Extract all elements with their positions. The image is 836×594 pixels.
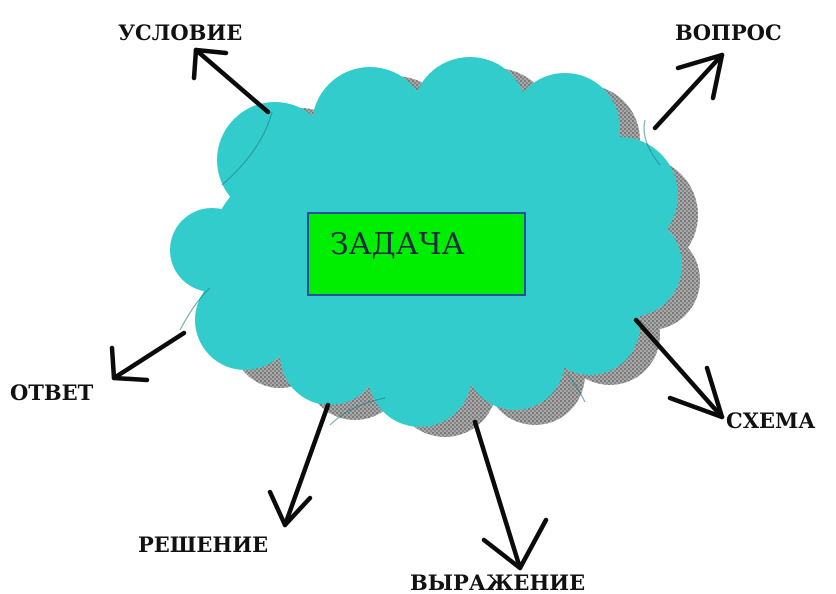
node-label-skhema: СХЕМА (726, 408, 815, 433)
arrow-skhema (633, 317, 725, 420)
node-label-otvet: ОТВЕТ (10, 380, 94, 405)
node-label-uslovie: УСЛОВИЕ (118, 20, 242, 45)
center-label: ЗАДАЧА (330, 227, 465, 262)
node-label-reshenie: РЕШЕНИЕ (138, 532, 268, 557)
arrow-vopros (652, 52, 725, 131)
arrow-otvet (109, 330, 187, 383)
center-box (307, 212, 526, 296)
node-label-vopros: ВОПРОС (675, 20, 782, 45)
arrow-uslovie (191, 47, 271, 115)
arrow-vyrazhenie (472, 419, 549, 571)
node-label-vyrazhenie: ВЫРАЖЕНИЕ (410, 570, 585, 594)
cloud-contours (179, 111, 661, 426)
arrow-reshenie (267, 402, 331, 528)
